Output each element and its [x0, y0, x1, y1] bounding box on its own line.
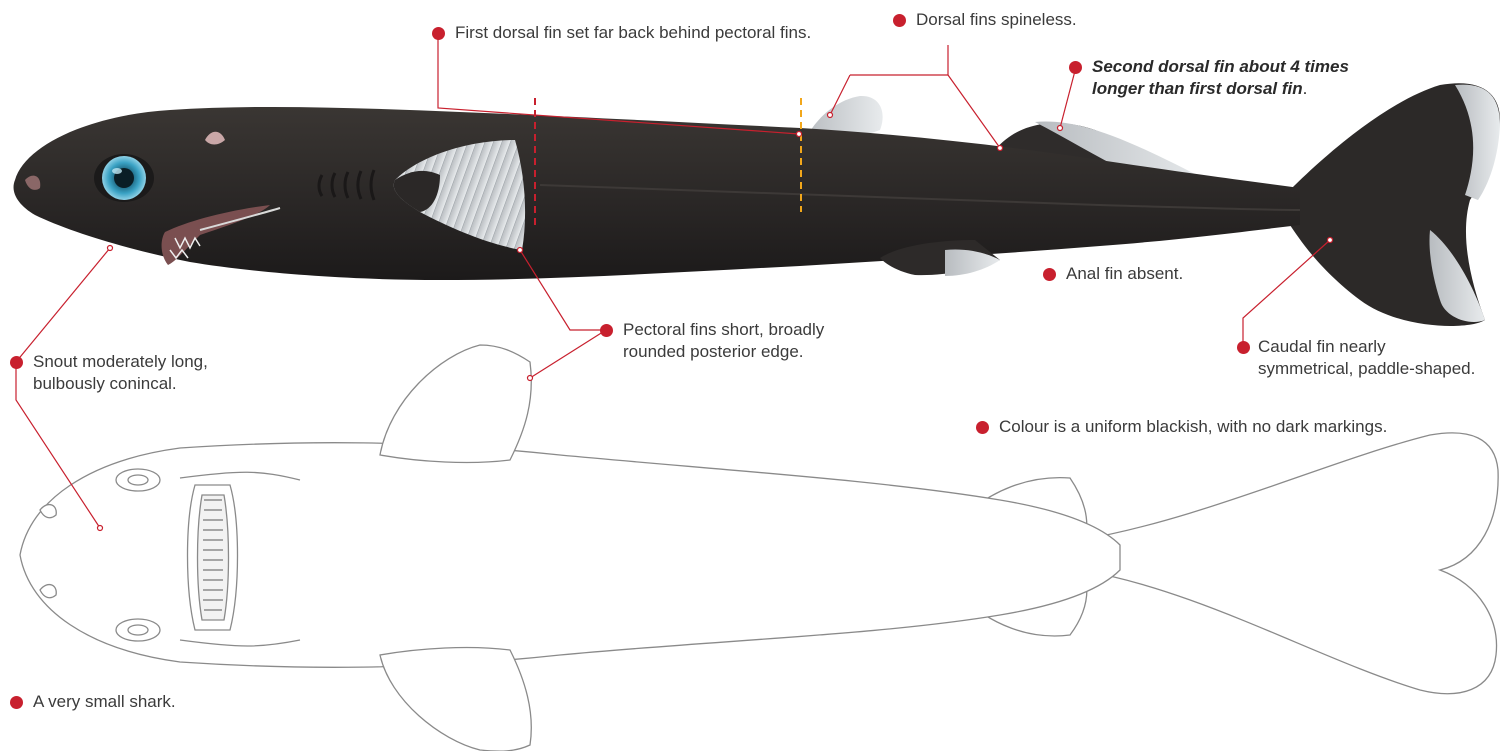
label-snout-line1: Snout moderately long, [33, 351, 208, 373]
label-second-dorsal-period: . [1303, 79, 1308, 98]
label-pectoral-line2: rounded posterior edge. [623, 341, 824, 363]
ventral-pectoral-fin-upper [380, 345, 531, 462]
ventral-body [20, 443, 1120, 668]
label-colour: Colour is a uniform blackish, with no da… [999, 416, 1387, 438]
label-dorsal-spineless: Dorsal fins spineless. [916, 9, 1077, 31]
label-pectoral: Pectoral fins short, broadly rounded pos… [623, 319, 824, 363]
ventral-mouth-inner [198, 495, 229, 620]
leader-snout [16, 248, 110, 362]
marker-colour [976, 421, 989, 434]
marker-anal-absent [1043, 268, 1056, 281]
leader-dorsal-spineless [850, 45, 948, 75]
label-colour-text: Colour is a uniform blackish, with no da… [999, 416, 1387, 438]
leader-second-dorsal [1060, 67, 1076, 128]
marker-caudal [1237, 341, 1250, 354]
ventral-view-outline [20, 345, 1498, 751]
marker-dorsal-spineless [893, 14, 906, 27]
label-caudal: Caudal fin nearly symmetrical, paddle-sh… [1258, 336, 1475, 380]
marker-second-dorsal [1069, 61, 1082, 74]
label-caudal-line2: symmetrical, paddle-shaped. [1258, 358, 1475, 380]
marker-small-shark [10, 696, 23, 709]
label-second-dorsal: Second dorsal fin about 4 times longer t… [1092, 56, 1362, 100]
label-anal-absent: Anal fin absent. [1066, 263, 1183, 285]
label-dorsal-spineless-text: Dorsal fins spineless. [916, 9, 1077, 31]
label-caudal-line1: Caudal fin nearly [1258, 336, 1475, 358]
label-second-dorsal-text: Second dorsal fin about 4 times longer t… [1092, 57, 1349, 98]
shark-body [14, 107, 1300, 280]
side-view-shark [14, 83, 1500, 326]
marker-pectoral [600, 324, 613, 337]
label-snout-line2: bulbously conincal. [33, 373, 208, 395]
label-first-dorsal: First dorsal fin set far back behind pec… [455, 22, 811, 44]
label-first-dorsal-text: First dorsal fin set far back behind pec… [455, 22, 811, 44]
label-snout: Snout moderately long, bulbously coninca… [33, 351, 208, 395]
ventral-pectoral-fin-lower [380, 648, 531, 751]
ventral-caudal-fin [1080, 433, 1498, 694]
marker-first-dorsal [432, 27, 445, 40]
label-anal-absent-text: Anal fin absent. [1066, 263, 1183, 285]
marker-snout [10, 356, 23, 369]
label-pectoral-line1: Pectoral fins short, broadly [623, 319, 824, 341]
label-small-shark: A very small shark. [33, 691, 176, 713]
label-small-shark-text: A very small shark. [33, 691, 176, 713]
eye [94, 154, 154, 202]
